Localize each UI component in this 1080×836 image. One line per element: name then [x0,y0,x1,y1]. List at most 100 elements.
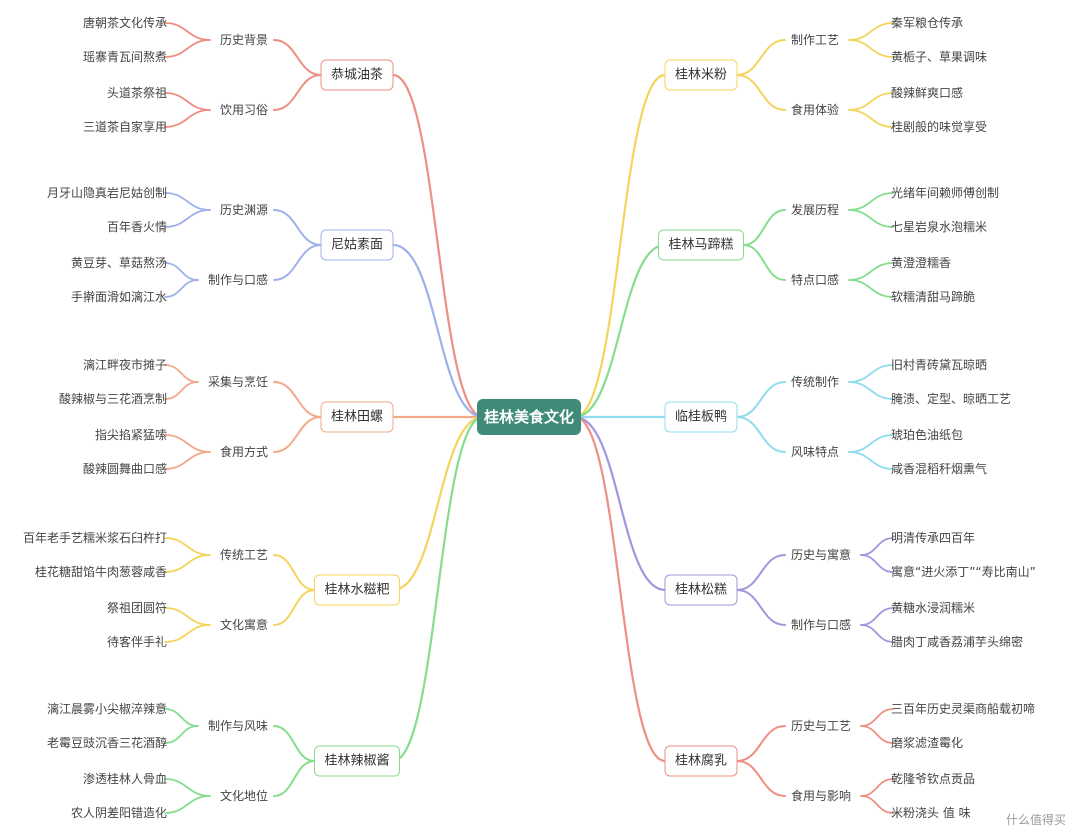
left-branch-1-label: 尼姑素面 [331,238,383,253]
right-branch-4-sub-0-leaf-0-connector [860,708,894,727]
right-branch-1-sub-0-leaf-1: 七星岩泉水泡糯米 [891,219,987,234]
right-branch-4-sub-1-leaf-1: 米粉浇头 值 味 [891,805,971,820]
left-branch-2-sub-1-connector [273,416,322,453]
right-branch-1-sub-0-connector [742,209,786,246]
right-branch-2-label: 临桂板鸭 [675,410,727,425]
right-branch-2-sub-0-leaf-0: 旧村青砖黛瓦晾晒 [891,357,987,372]
right-branch-0-node[interactable]: 桂林米粉 [664,59,738,91]
right-branch-3-sub-0-leaf-1: 寓意“进火添丁”“寿比南山” [891,564,1036,579]
right-branch-1-sub-1-leaf-0: 黄澄澄糯香 [891,255,951,270]
right-branch-0-sub-0-connector [736,39,786,76]
left-branch-0-sub-1-leaf-0: 头道茶祭祖 [107,85,167,100]
left-branch-0-node[interactable]: 恭城油茶 [320,59,394,91]
right-branch-3-label: 桂林松糕 [675,583,727,598]
left-branch-3-sub-0-leaf-1: 桂花糖甜馅牛肉葱蓉咸香 [35,564,167,579]
left-branch-3-sub-1-label: 文化寓意 [220,617,268,632]
root-node-box [477,399,581,435]
mindmap-nodes: 桂林美食文化恭城油茶历史背景唐朝茶文化传承瑶寨青瓦间熬煮饮用习俗头道茶祭祖三道茶… [23,15,1036,820]
left-branch-0-box [320,59,394,91]
left-branch-4-node[interactable]: 桂林辣椒酱 [314,745,400,777]
left-branch-0-sub-1-leaf-0-connector [164,92,211,111]
right-branch-4-node[interactable]: 桂林腐乳 [664,745,738,777]
left-branch-2-sub-1-leaf-1-connector [164,451,211,470]
left-branch-3-label: 桂林水糍粑 [324,583,389,598]
right-branch-2-node[interactable]: 临桂板鸭 [664,401,738,433]
left-branch-4-label: 桂林辣椒酱 [324,754,389,769]
right-branch-0-sub-1-leaf-0-connector [848,92,894,111]
left-branch-3-sub-1-leaf-1: 待客伴手礼 [107,634,167,649]
right-branch-0-sub-1-leaf-1: 桂剧般的味觉享受 [891,119,987,134]
left-branch-3-sub-1-connector [273,589,316,626]
left-branch-2-label: 桂林田螺 [331,410,383,425]
right-branch-1-node[interactable]: 桂林马蹄糕 [658,229,744,261]
left-branch-4-sub-0-leaf-1-connector [164,725,199,744]
left-branch-4-sub-1-leaf-0: 渗透桂林人骨血 [83,771,167,786]
left-branch-3-connector [391,415,485,592]
left-branch-1-sub-1-leaf-1: 手擀面滑如漓江水 [71,289,167,304]
right-branch-3-box [664,574,738,606]
left-branch-4-box [314,745,400,777]
right-branch-3-sub-1-leaf-0-connector [860,607,894,626]
left-branch-3-sub-0-leaf-1-connector [164,554,211,573]
left-branch-2-sub-0-leaf-0-connector [164,364,199,383]
right-branch-1-sub-1-connector [742,244,786,281]
left-branch-0-sub-1-leaf-1: 三道茶自家享用 [83,119,167,134]
right-branch-4-box [664,745,738,777]
left-branch-3-sub-1-leaf-1-connector [164,624,211,643]
right-branch-2-sub-1-connector [736,416,786,453]
left-branch-0-sub-0-connector [273,39,322,76]
left-branch-0-sub-0-leaf-1-connector [164,39,211,58]
right-branch-3-sub-1-leaf-0: 黄糖水浸润糯米 [891,600,975,615]
right-branch-1-sub-0-leaf-0-connector [848,192,894,211]
left-branch-4-sub-1-leaf-1: 农人阴差阳错造化 [71,806,167,820]
right-branch-2-sub-1-leaf-1-connector [848,451,894,470]
right-branch-2-sub-0-leaf-0-connector [848,364,894,383]
right-branch-3-sub-0-leaf-1-connector [860,554,894,573]
left-branch-1-sub-0-leaf-0: 月牙山隐真岩尼姑创制 [47,185,167,200]
right-branch-4-sub-1-leaf-0: 乾隆爷钦点贡品 [891,771,975,786]
left-branch-2-sub-1-leaf-1: 酸辣圆舞曲口感 [83,461,167,476]
left-branch-1-sub-1-leaf-0: 黄豆芽、草菇熬汤 [71,255,167,270]
right-branch-1-sub-0-leaf-0: 光绪年间赖师傅创制 [891,186,999,200]
right-branch-1-label: 桂林马蹄糕 [668,237,733,253]
left-branch-2-sub-1-label: 食用方式 [220,444,268,459]
left-branch-4-sub-1-leaf-0-connector [164,778,211,797]
left-branch-0-sub-1-leaf-1-connector [164,109,211,128]
left-branch-2-node[interactable]: 桂林田螺 [320,401,394,433]
left-branch-2-sub-0-leaf-0: 漓江畔夜市摊子 [83,357,167,372]
left-branch-3-node[interactable]: 桂林水糍粑 [314,574,400,606]
left-branch-0-sub-0-leaf-0: 唐朝茶文化传承 [83,15,167,30]
left-branch-3-sub-0-label: 传统工艺 [220,547,268,562]
right-branch-0-sub-0-leaf-0: 秦军粮仓传承 [891,15,963,30]
left-branch-0-label: 恭城油茶 [331,67,383,83]
right-branch-3-sub-1-leaf-1: 腊肉丁咸香荔浦芋头绵密 [891,634,1023,649]
left-branch-4-sub-1-label: 文化地位 [220,788,268,803]
root-node[interactable]: 桂林美食文化 [477,399,581,435]
right-branch-1-sub-0-leaf-1-connector [848,209,894,228]
left-branch-4-sub-0-leaf-1: 老霉豆豉沉香三花酒醇 [47,735,167,750]
left-branch-1-node[interactable]: 尼姑素面 [320,229,394,261]
left-branch-1-connector [391,243,485,419]
right-branch-2-sub-0-label: 传统制作 [791,374,839,389]
left-branch-2-sub-1-leaf-0-connector [164,434,211,453]
left-branch-0-sub-0-label: 历史背景 [220,33,268,47]
right-branch-3-connector [573,415,667,592]
right-branch-3-sub-1-connector [736,589,786,626]
right-branch-0-sub-1-leaf-0: 酸辣鲜爽口感 [891,85,963,100]
right-branch-0-label: 桂林米粉 [675,68,727,83]
left-branch-4-sub-0-leaf-0: 漓江晨雾小尖椒淬辣意 [47,701,167,716]
right-branch-3-sub-0-leaf-0: 明清传承四百年 [891,530,975,545]
left-branch-3-sub-1-leaf-0: 祭祖团圆符 [107,600,167,615]
left-branch-4-connector [391,415,485,763]
right-branch-1-connector [573,243,667,419]
left-branch-3-sub-0-leaf-0: 百年老手艺糯米浆石臼杵打 [23,530,167,545]
right-branch-4-sub-0-leaf-0: 三百年历史灵渠商船载初啼 [891,701,1035,716]
right-branch-2-sub-1-leaf-1: 咸香混稻秆烟熏气 [891,461,987,476]
left-branch-4-sub-0-connector [273,725,316,762]
right-branch-1-box [658,229,744,261]
right-branch-3-node[interactable]: 桂林松糕 [664,574,738,606]
right-branch-2-sub-0-leaf-1-connector [848,381,894,400]
right-branch-4-sub-1-leaf-1-connector [860,795,894,814]
left-branch-2-sub-0-leaf-1: 酸辣椒与三花酒烹制 [59,391,167,406]
left-branch-0-sub-1-connector [273,74,322,111]
